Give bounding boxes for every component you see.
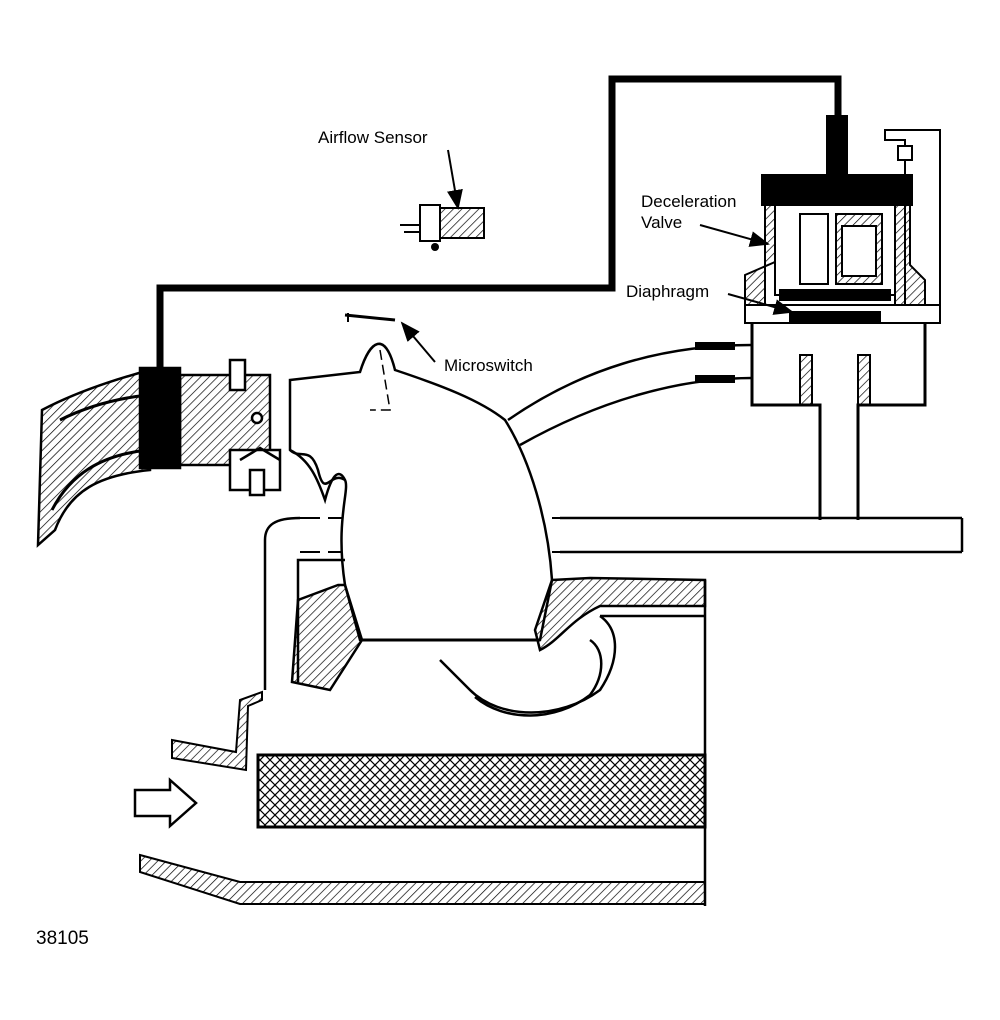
tube-flange-upper	[171, 690, 263, 772]
diaphragm-leader	[727, 293, 794, 315]
label-diaphragm: Diaphragm	[626, 282, 710, 301]
deceleration-valve-leader	[699, 224, 770, 247]
hose-clamp-upper	[695, 342, 735, 350]
label-deceleration-valve-line1: Deceleration	[641, 192, 737, 211]
airflow-sensor	[400, 204, 485, 251]
label-airflow-sensor: Airflow Sensor	[318, 128, 428, 147]
airflow-direction-arrow	[133, 777, 198, 829]
air-filter-mesh	[256, 753, 707, 829]
tube-wall-lower	[139, 853, 706, 905]
vacuum-hose-line	[156, 75, 842, 370]
deceleration-valve	[744, 129, 941, 520]
label-deceleration-valve-line2: Valve	[641, 213, 683, 232]
valve-vacuum-hoses	[507, 343, 753, 447]
microswitch-leader	[400, 321, 436, 363]
intake-tube	[263, 516, 707, 906]
figure-number: 38105	[36, 928, 89, 949]
hose-fitting	[826, 115, 848, 175]
bellows-connector	[289, 448, 347, 505]
intake-housing	[288, 342, 707, 692]
bypass-pipe	[560, 516, 964, 554]
inlet-hose	[36, 358, 282, 548]
airflow-sensor-leader	[447, 149, 463, 210]
microswitch-hidden-line	[370, 349, 391, 411]
hose-clamp-lower	[695, 375, 735, 383]
label-microswitch: Microswitch	[444, 356, 533, 375]
microswitch	[344, 313, 396, 322]
